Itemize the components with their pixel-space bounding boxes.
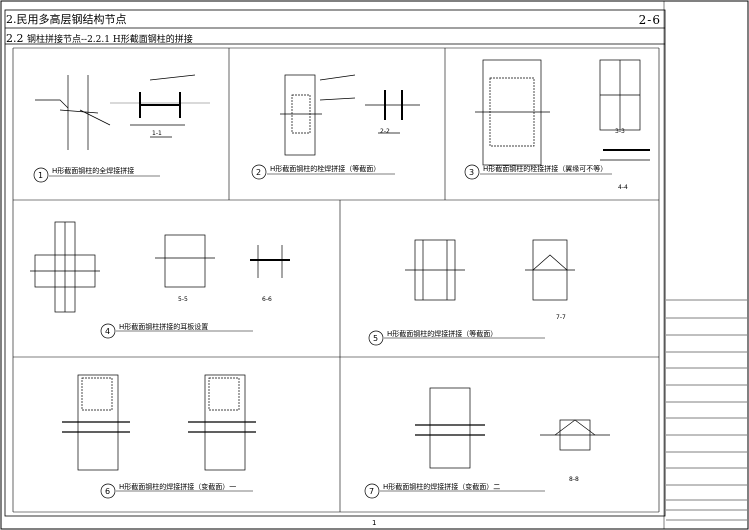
detail-2-drawing	[280, 74, 420, 156]
section-mark-4-4: 4-4	[618, 184, 628, 191]
detail-6-drawing	[62, 374, 256, 471]
detail-1-title: H形截面钢柱的全焊接拼接	[52, 167, 135, 175]
page-code: 2-6	[638, 13, 661, 27]
detail-1-drawing	[35, 74, 210, 150]
section-mark-2-2: 2-2	[380, 128, 390, 135]
chapter-title: 2.民用多高层钢结构节点	[6, 13, 127, 26]
inner-frame	[4, 9, 666, 517]
detail-3-number: 3	[469, 168, 475, 177]
detail-1-number: 1	[38, 171, 44, 180]
detail-5-title: H形截面钢柱的焊接拼接（等截面）	[387, 330, 498, 338]
section-number: 2.2	[6, 32, 24, 45]
section-mark-3-3: 3-3	[615, 128, 625, 135]
section-mark-5-5: 5-5	[178, 296, 188, 303]
title-block	[666, 299, 747, 521]
detail-2-title: H形截面钢柱的栓焊拼接（等截面）	[270, 165, 381, 173]
detail-6-number: 6	[105, 487, 111, 496]
detail-3-title: H形截面钢柱的栓接拼接（翼缘可不等）	[483, 165, 608, 173]
detail-4-title: H形截面钢柱拼接的耳板设置	[119, 323, 209, 331]
section-heading: 2.2 钢柱拼接节点--2.2.1 H形截面钢柱的拼接	[6, 33, 193, 45]
detail-6-title: H形截面钢柱的焊接拼接（变截面）一	[119, 483, 237, 491]
detail-7-drawing	[415, 387, 610, 469]
title-underlines	[49, 173, 612, 492]
detail-5-drawing	[405, 239, 575, 301]
panel-grid	[12, 47, 660, 513]
detail-7-number: 7	[369, 487, 375, 496]
section-mark-8-8: 8-8	[569, 476, 579, 483]
page-number: 1	[372, 519, 377, 527]
section-title: 钢柱拼接节点--2.2.1 H形截面钢柱的拼接	[27, 35, 193, 45]
detail-2-number: 2	[256, 168, 262, 177]
detail-7-title: H形截面钢柱的焊接拼接（变截面）二	[383, 483, 501, 491]
detail-5-number: 5	[373, 334, 379, 343]
detail-4-number: 4	[105, 327, 111, 336]
section-mark-6-6: 6-6	[262, 296, 272, 303]
detail-4-drawing	[30, 221, 290, 313]
section-mark-1-1: 1-1	[152, 130, 162, 137]
detail-number-circles	[33, 164, 480, 499]
section-mark-7-7: 7-7	[556, 314, 566, 321]
detail-3-drawing	[475, 59, 650, 166]
